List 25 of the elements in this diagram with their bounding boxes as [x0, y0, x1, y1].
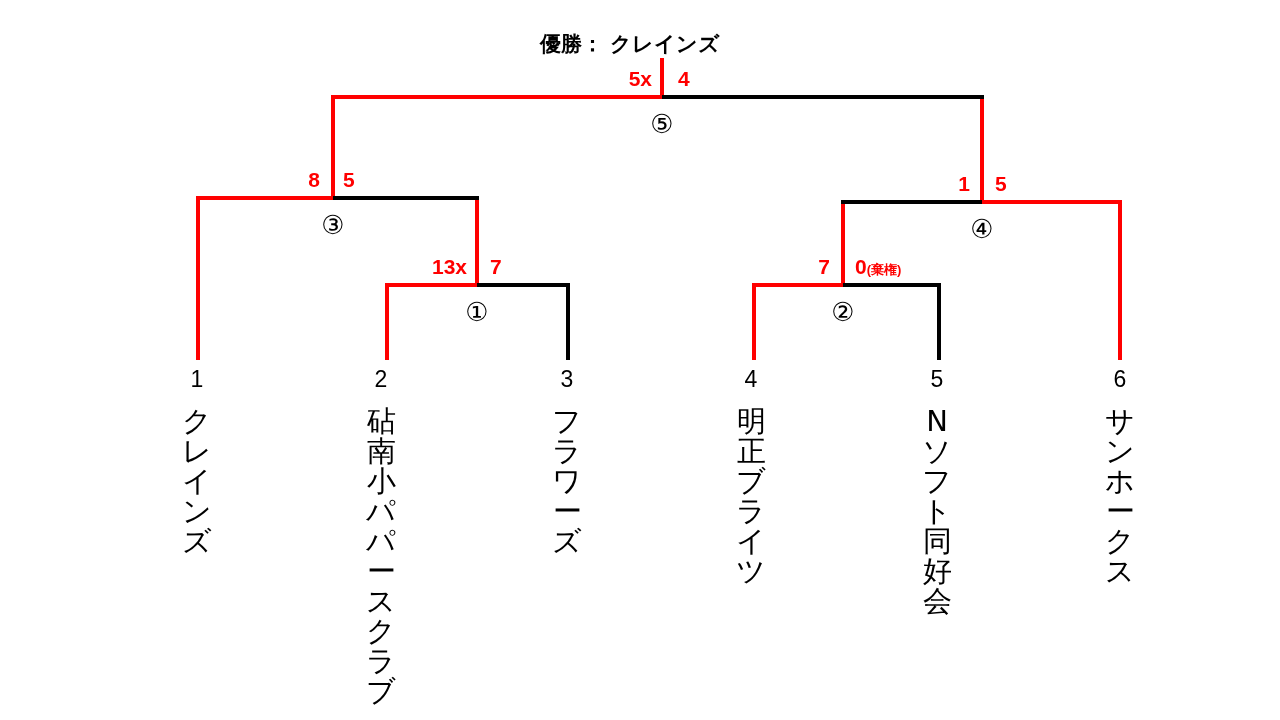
score: 5	[343, 169, 355, 191]
seed-number: 4	[744, 366, 758, 392]
champion-heading: 優勝： クレインズ	[539, 30, 721, 58]
score: 7	[490, 256, 502, 278]
score: 8	[308, 169, 320, 191]
seed-number: 6	[1113, 366, 1127, 392]
bracket-line	[660, 58, 664, 95]
team-name: フラワーズ	[552, 406, 582, 556]
seed-number: 5	[930, 366, 944, 392]
seed-number: 1	[190, 366, 204, 392]
score: 7	[818, 256, 830, 278]
team-name: Nソフト同好会	[922, 406, 952, 616]
score: 0	[855, 256, 867, 278]
score: 4	[678, 68, 690, 90]
score-note: (棄権)	[866, 263, 902, 277]
seed-number: 2	[374, 366, 388, 392]
score: 5x	[628, 68, 652, 90]
score: 5	[995, 173, 1007, 195]
seed-number: 3	[560, 366, 574, 392]
team-name: サンホークス	[1105, 406, 1135, 586]
score: 1	[958, 173, 970, 195]
score: 13x	[431, 256, 467, 278]
team-name: 砧南小パパースクラブ	[366, 406, 396, 706]
team-name: 明正ブライツ	[736, 406, 766, 586]
team-name: クレインズ	[182, 406, 212, 556]
